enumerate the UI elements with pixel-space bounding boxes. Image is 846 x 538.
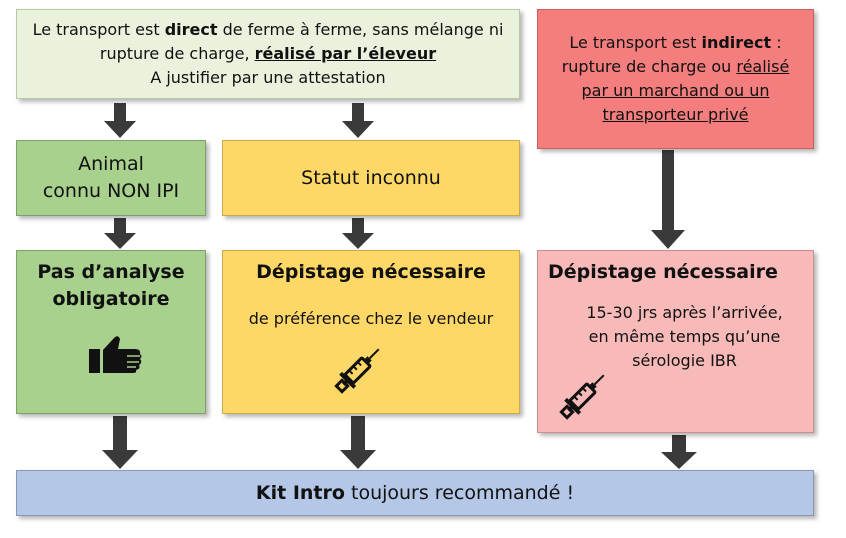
screening-seller-title: Dépistage nécessaire <box>256 261 486 283</box>
unknown-status-label: Statut inconnu <box>301 167 441 189</box>
direct-line-2: rupture de charge, réalisé par l’éleveur <box>99 44 437 63</box>
screening-seller-text: de préférence chez le vendeur <box>248 309 494 328</box>
unknown-status-box: Statut inconnu <box>222 140 520 216</box>
kit-intro-banner: Kit Intro toujours recommandé ! <box>16 470 814 516</box>
screening-arrival-title: Dépistage nécessaire <box>548 261 778 283</box>
known-non-ipi-box: Animal connu NON IPI <box>16 140 206 216</box>
arrow-bottom-right-down <box>661 435 697 469</box>
indirect-line-1: Le transport est indirect : <box>569 33 782 52</box>
no-analysis-title: Pas d’analyse obligatoire <box>37 261 185 310</box>
arrow-mid-left-down <box>104 218 136 249</box>
arrow-right-long-down <box>651 150 685 249</box>
syringe-icon <box>334 348 380 394</box>
kit-intro-text: Kit Intro toujours recommandé ! <box>255 482 575 504</box>
known-line-1: Animal <box>78 153 144 175</box>
indirect-line-4: transporteur privé <box>602 105 749 124</box>
screening-seller-box: Dépistage nécessaire de préférence chez … <box>222 250 520 414</box>
arrow-bottom-left-down <box>102 416 138 469</box>
arrow-bottom-center-down <box>340 416 376 469</box>
indirect-line-3: par un marchand ou un <box>581 81 770 100</box>
direct-line-1: Le transport est direct de ferme à ferme… <box>32 20 504 39</box>
direct-line-3: A justifier par une attestation <box>150 68 386 87</box>
thumbs-up-icon <box>89 336 142 373</box>
arrow-top-left-down <box>104 103 136 138</box>
known-line-2: connu NON IPI <box>42 180 180 202</box>
screening-arrival-box: Dépistage nécessaire 15-30 jrs après l’a… <box>537 250 814 433</box>
no-analysis-box: Pas d’analyse obligatoire <box>16 250 206 414</box>
syringe-icon <box>559 374 605 420</box>
direct-transport-box: Le transport est direct de ferme à ferme… <box>16 9 520 99</box>
arrow-top-center-down <box>342 103 374 138</box>
indirect-line-2: rupture de charge ou réalisé <box>561 57 790 76</box>
arrow-mid-center-down <box>342 218 374 249</box>
indirect-transport-box: Le transport est indirect : rupture de c… <box>537 9 814 149</box>
screening-arrival-text: 15-30 jrs après l’arrivée, en même temps… <box>586 303 783 370</box>
